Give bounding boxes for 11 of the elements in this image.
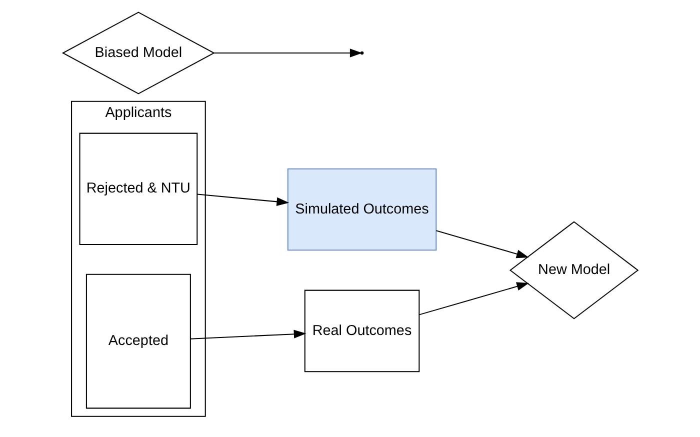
arrow <box>436 230 528 258</box>
node-box: Accepted <box>85 274 190 409</box>
arrow <box>213 48 362 58</box>
node-diamond: Biased Model <box>61 12 215 94</box>
node-diamond: New Model <box>508 221 638 320</box>
arrow <box>418 282 529 316</box>
arrow <box>196 194 289 206</box>
node-box: Rejected & NTU <box>78 132 198 245</box>
node-box: Real Outcomes <box>304 290 420 372</box>
node-box: Simulated Outcomes <box>286 168 436 251</box>
arrow <box>190 330 306 340</box>
